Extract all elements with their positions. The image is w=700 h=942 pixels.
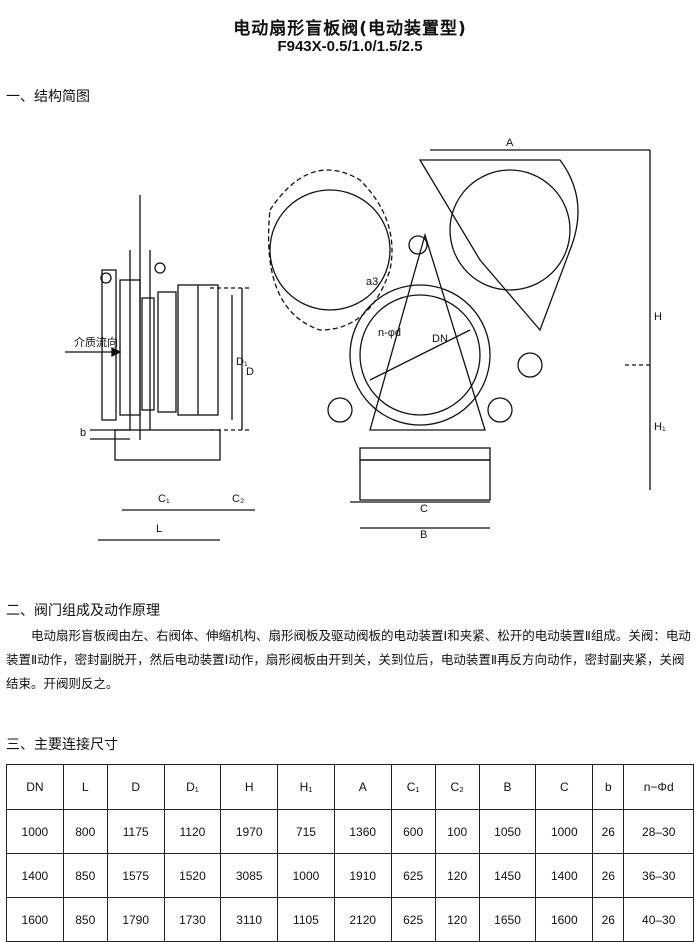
table-cell: 26 (592, 897, 625, 942)
table-cell: 600 (390, 809, 436, 854)
label-a3: a3 (366, 276, 378, 288)
column-header: B (478, 764, 537, 810)
label-c2: C₂ (232, 493, 244, 505)
column-header: DN (6, 764, 64, 810)
column-header: C (535, 764, 594, 810)
label-c1: C₁ (158, 493, 170, 505)
label-d1: D₁ (236, 356, 248, 368)
table-cell: 1970 (220, 809, 279, 854)
table-cell: 1360 (333, 809, 392, 854)
column-header: H (220, 764, 279, 810)
table-cell: 1000 (277, 853, 335, 898)
table-cell: 1050 (478, 809, 537, 854)
table-cell: 1000 (6, 809, 64, 854)
section-heading-structure: 一、结构简图 (6, 89, 90, 105)
column-header: C₁ (390, 764, 436, 810)
label-a: A (506, 137, 514, 149)
table-row: 1000 800 1175 1120 1970 715 1360 600 100… (6, 809, 694, 854)
label-b: b (80, 427, 86, 439)
table-cell: 1600 (6, 897, 64, 942)
page-title: 电动扇形盲板阀(电动装置型) (233, 19, 467, 39)
table-cell: 28–30 (623, 809, 694, 854)
label-l: L (156, 523, 162, 535)
table-row: 1600 850 1790 1730 3110 1105 2120 625 12… (6, 897, 694, 942)
column-header: b (592, 764, 625, 810)
principle-paragraph: 电动扇形盲板阀由左、右阀体、伸缩机构、扇形阀板及驱动阀板的电动装置Ⅰ和夹紧、松开… (6, 628, 691, 691)
table-cell: 800 (62, 809, 108, 854)
label-h1: H₁ (654, 421, 666, 433)
label-b-width: B (420, 529, 427, 541)
side-view (65, 195, 255, 541)
table-cell: 100 (434, 809, 480, 854)
table-cell: 36–30 (623, 853, 694, 898)
table-cell: 1730 (163, 897, 222, 942)
label-d: D (246, 366, 254, 378)
table-header-row: DN L D D₁ H H₁ A C₁ C₂ B C b n−Φd (6, 764, 694, 810)
table-cell: 850 (62, 853, 108, 898)
column-header: L (62, 764, 108, 810)
label-n-phi-d: n-φd (378, 327, 401, 339)
table-cell: 1120 (163, 809, 222, 854)
label-c: C (420, 503, 428, 515)
table-cell: 120 (434, 897, 480, 942)
table-cell: 1910 (333, 853, 392, 898)
table-cell: 1175 (106, 809, 165, 854)
table-cell: 1105 (277, 897, 335, 942)
table-cell: 1400 (535, 853, 594, 898)
structure-diagram: 介质流向 D₁ D b C₁ C₂ L A H H₁ DN n-φd a3 C … (65, 137, 666, 541)
table-row: 1400 850 1575 1520 3085 1000 1910 625 12… (6, 853, 694, 898)
table-cell: 3110 (220, 897, 279, 942)
column-header: n−Φd (623, 764, 694, 810)
table-cell: 715 (277, 809, 335, 854)
section-heading-dimensions: 三、主要连接尺寸 (6, 737, 118, 753)
label-dn: DN (432, 333, 448, 345)
section-heading-principle: 二、阀门组成及动作原理 (6, 603, 160, 619)
table-cell: 850 (62, 897, 108, 942)
column-header: D₁ (163, 764, 222, 810)
table-cell: 3085 (220, 853, 279, 898)
table-cell: 1400 (6, 853, 64, 898)
table-cell: 625 (390, 853, 436, 898)
table-cell: 40–30 (623, 897, 694, 942)
table-cell: 2120 (333, 897, 392, 942)
table-cell: 26 (592, 809, 625, 854)
table-cell: 1650 (478, 897, 537, 942)
table-cell: 625 (390, 897, 436, 942)
label-h: H (654, 311, 662, 323)
flow-direction-label: 介质流向 (74, 335, 118, 349)
table-cell: 1790 (106, 897, 165, 942)
column-header: A (333, 764, 392, 810)
table-cell: 1000 (535, 809, 594, 854)
table-cell: 1450 (478, 853, 537, 898)
table-cell: 26 (592, 853, 625, 898)
column-header: H₁ (277, 764, 335, 810)
column-header: D (106, 764, 165, 810)
dimension-table: DN L D D₁ H H₁ A C₁ C₂ B C b n−Φd 1000 8… (6, 764, 694, 942)
column-header: C₂ (434, 764, 480, 810)
table-cell: 1520 (163, 853, 222, 898)
table-cell: 120 (434, 853, 480, 898)
front-view (267, 149, 651, 529)
table-cell: 1575 (106, 853, 165, 898)
table-cell: 1600 (535, 897, 594, 942)
model-number: F943X-0.5/1.0/1.5/2.5 (277, 38, 423, 55)
